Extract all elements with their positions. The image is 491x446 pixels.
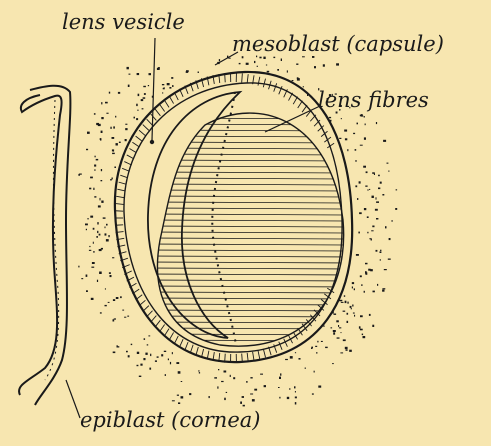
lens-vesicle-cavity (148, 92, 240, 338)
leader-lines (66, 38, 320, 418)
label-lens-vesicle: lens vesicle (62, 12, 185, 33)
epiblast-layer (19, 86, 70, 405)
label-epiblast-cornea: epiblast (cornea) (80, 410, 260, 431)
label-lens-fibres: lens fibres (318, 90, 429, 111)
label-mesoblast-capsule: mesoblast (capsule) (232, 34, 444, 55)
